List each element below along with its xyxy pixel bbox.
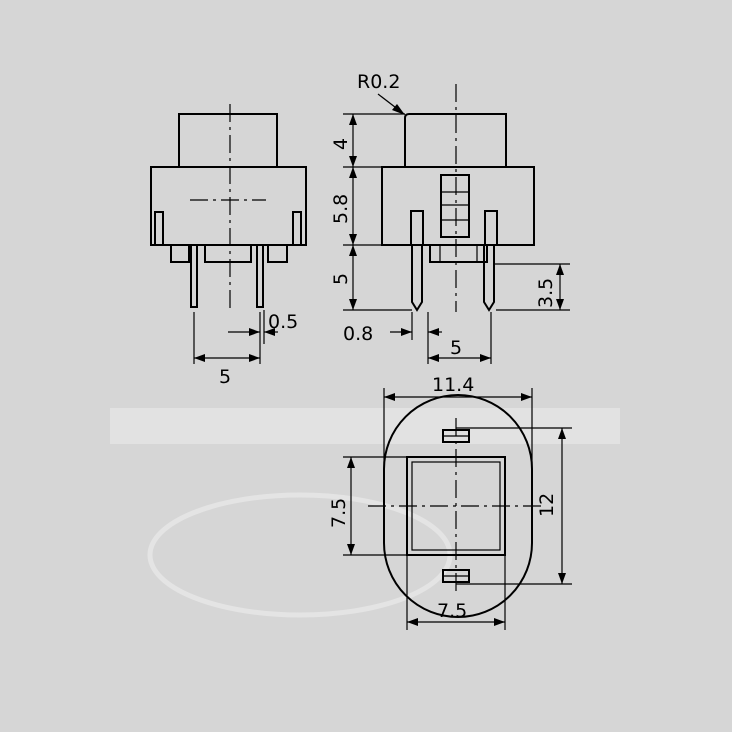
cap-bottom-width-label: 7.5: [437, 600, 467, 622]
body-width-label: 11.4: [432, 374, 474, 396]
top-dimensions: 11.4 7.5 12 7.5: [328, 374, 572, 630]
side-dimensions: 4 5.8 5 3.5 0.8 5: [330, 113, 570, 364]
radius-callout: R0.2: [357, 71, 405, 115]
radius-label: R0.2: [357, 71, 400, 93]
cap-side-label: 7.5: [328, 498, 350, 528]
pin-length-label: 5: [330, 273, 352, 285]
pin-width-label: 0.8: [343, 323, 373, 345]
front-view: [150, 104, 307, 312]
front-pin-width-label: 0.5: [268, 311, 298, 333]
side-pin-pitch-label: 5: [450, 337, 462, 359]
front-dimensions: 0.5 5: [193, 310, 298, 388]
cap-height-label: 4: [330, 138, 352, 150]
body-diameter-label: 12: [536, 493, 558, 517]
short-pin-length-label: 3.5: [535, 278, 557, 308]
side-view: [381, 84, 535, 312]
watermark: [110, 408, 620, 618]
body-height-label: 5.8: [330, 194, 352, 224]
top-view: [368, 394, 546, 618]
front-pin-pitch-label: 5: [219, 366, 231, 388]
